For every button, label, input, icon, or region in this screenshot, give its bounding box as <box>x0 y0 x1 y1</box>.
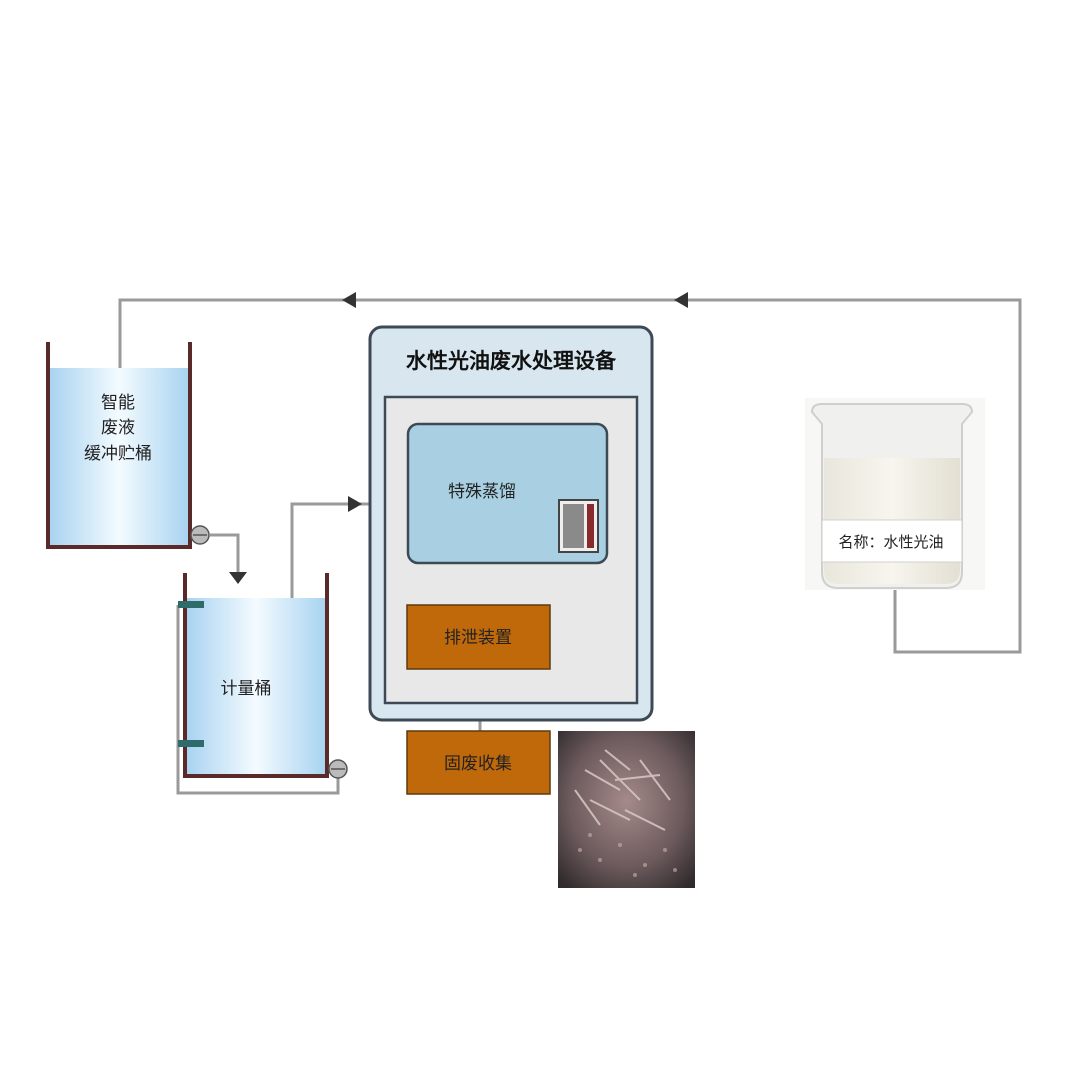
buffer-tank-label-line2: 废液 <box>101 418 135 438</box>
buffer-tank-label-line1: 智能 <box>101 393 135 413</box>
solid-waste-collection: 固废收集 <box>407 731 550 794</box>
arrow-left-icon <box>342 292 356 308</box>
treatment-equipment: 水性光油废水处理设备 特殊蒸馏 排泄装置 <box>370 327 652 720</box>
buffer-tank: 智能 废液 缓冲贮桶 <box>48 342 209 547</box>
solid-waste-label: 固废收集 <box>444 754 512 774</box>
level-sensor-top <box>178 601 204 608</box>
drain-device-label: 排泄装置 <box>444 628 512 648</box>
distillation-window <box>559 500 598 552</box>
arrow-right-icon <box>348 496 362 512</box>
valve-icon <box>329 760 347 778</box>
arrow-left-icon <box>674 292 688 308</box>
metering-tank: 计量桶 <box>178 573 347 778</box>
distillation-label: 特殊蒸馏 <box>448 482 516 502</box>
sample-label: 名称：水性光油 <box>838 533 943 551</box>
product-sample: 名称：水性光油 <box>805 398 985 590</box>
equipment-title: 水性光油废水处理设备 <box>406 349 617 373</box>
level-sensor-bottom <box>178 740 204 747</box>
buffer-tank-label-line3: 缓冲贮桶 <box>84 444 152 464</box>
arrow-down-icon <box>229 572 247 584</box>
pipe-buffer-to-metering <box>210 535 238 575</box>
metering-tank-label: 计量桶 <box>221 679 272 699</box>
solid-waste-photo <box>558 731 695 888</box>
valve-icon <box>191 526 209 544</box>
